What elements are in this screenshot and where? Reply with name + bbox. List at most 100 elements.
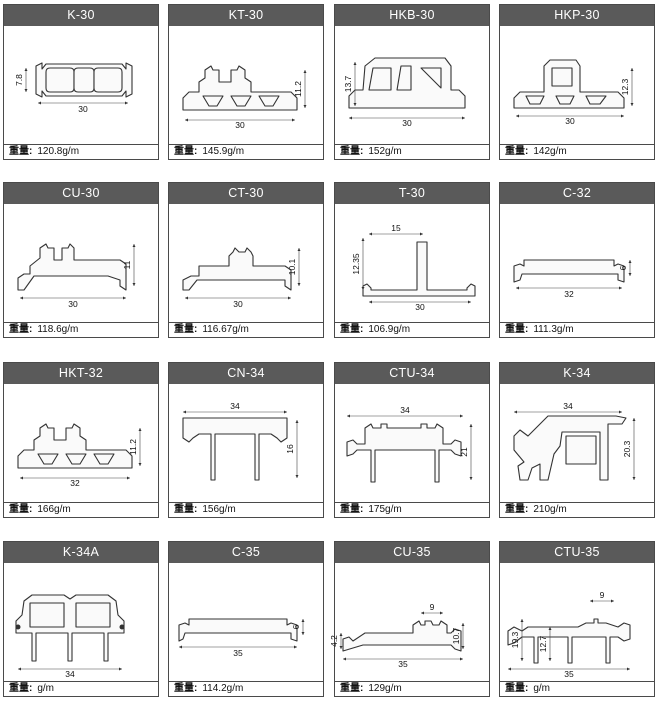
dimension-label: 35 [398, 659, 408, 669]
dimension-label: 16 [285, 444, 295, 454]
profile-title: K-30 [4, 5, 158, 26]
weight-row: 重量:g/m [500, 681, 654, 696]
dimension-label: 34 [400, 405, 410, 415]
dimension-label: 12.3 [620, 78, 630, 95]
dimension-label: 21 [459, 447, 469, 457]
weight-label: 重量: [9, 683, 33, 694]
profile-title: CU-30 [4, 183, 158, 204]
profile-title: C-35 [169, 542, 323, 563]
profile-drawing: 6 35 [169, 563, 323, 676]
dimension-label: 30 [233, 299, 243, 309]
dimension-label: 20.3 [622, 440, 632, 457]
weight-label: 重量: [9, 324, 33, 335]
weight-label: 重量: [174, 146, 198, 157]
profile-title: KT-30 [169, 5, 323, 26]
weight-value: 156g/m [202, 504, 236, 515]
dimension-label: 19.3 [510, 631, 520, 648]
weight-label: 重量: [340, 146, 364, 157]
dimension-label: 9 [600, 590, 605, 600]
weight-row: 重量:g/m [4, 681, 158, 696]
profile-title: T-30 [335, 183, 489, 204]
weight-value: 210g/m [533, 504, 567, 515]
profile-cross-section: 6 35 [178, 618, 305, 658]
profile-cross-section: 11.2 32 [17, 423, 142, 488]
profile-title: CU-35 [335, 542, 489, 563]
weight-label: 重量: [9, 504, 33, 515]
profile-cross-section: 34 [15, 594, 125, 679]
weight-label: 重量: [505, 504, 529, 515]
weight-value: 114.2g/m [202, 683, 244, 694]
weight-label: 重量: [505, 324, 529, 335]
weight-row: 重量: 118.6g/m [4, 322, 158, 337]
profile-cross-section: 11.230 [182, 65, 307, 130]
dimension-label: 11 [122, 260, 132, 269]
weight-value: 120.8g/m [37, 146, 80, 157]
profile-cross-section: 34 21 [346, 405, 473, 483]
weight-label: 重量: [174, 504, 198, 515]
dimension-label: 13.7 [343, 75, 353, 92]
weight-value: 152g/m [368, 146, 402, 157]
profile-cross-section: 12.330 [513, 59, 634, 126]
profile-cross-section: 13.730 [343, 57, 466, 128]
dimension-label: 35 [233, 648, 243, 658]
dimension-label: 32 [70, 478, 80, 488]
weight-label: 重量: [9, 146, 33, 157]
weight-row: 重量: 142g/m [500, 144, 654, 159]
dimension-label: 12.35 [351, 253, 361, 275]
weight-value: 166g/m [37, 504, 71, 515]
weight-row: 重量: 106.9g/m [335, 322, 489, 337]
profile-title: C-32 [500, 183, 654, 204]
weight-label: 重量: [505, 683, 529, 694]
profile-title: CTU-34 [335, 363, 489, 384]
dimension-label: 15 [391, 223, 401, 233]
profile-title: CN-34 [169, 363, 323, 384]
weight-row: 重量: 111.3g/m [500, 322, 654, 337]
weight-row: 重量: 152g/m [335, 144, 489, 159]
weight-row: 重量:114.2g/m [169, 681, 323, 696]
profile-cross-section: 7.830 [14, 62, 133, 114]
weight-row: 重量: 156g/m [169, 502, 323, 517]
profile-title: CTU-35 [500, 542, 654, 563]
weight-value: 142g/m [533, 146, 567, 157]
weight-value: 116.67g/m [202, 324, 249, 335]
weight-row: 重量:129g/m [335, 681, 489, 696]
weight-row: 重量:145.9g/m [169, 144, 323, 159]
weight-value: 118.6g/m [37, 324, 79, 335]
dimension-label: 32 [564, 289, 574, 299]
weight-label: 重量: [340, 504, 364, 515]
dimension-label: 10.1 [287, 258, 297, 275]
weight-row: 重量: 210g/m [500, 502, 654, 517]
weight-label: 重量: [505, 146, 529, 157]
profile-title: CT-30 [169, 183, 323, 204]
profile-cross-section: 632 [513, 259, 632, 299]
weight-value: 111.3g/m [533, 324, 574, 335]
profile-drawing: 11.2 32 [4, 384, 158, 497]
weight-label: 重量: [340, 324, 364, 335]
dimension-label: 6 [291, 624, 301, 629]
dimension-label: 35 [564, 669, 574, 679]
weight-value: 106.9g/m [368, 324, 411, 335]
dimension-label: 11.2 [128, 439, 138, 455]
